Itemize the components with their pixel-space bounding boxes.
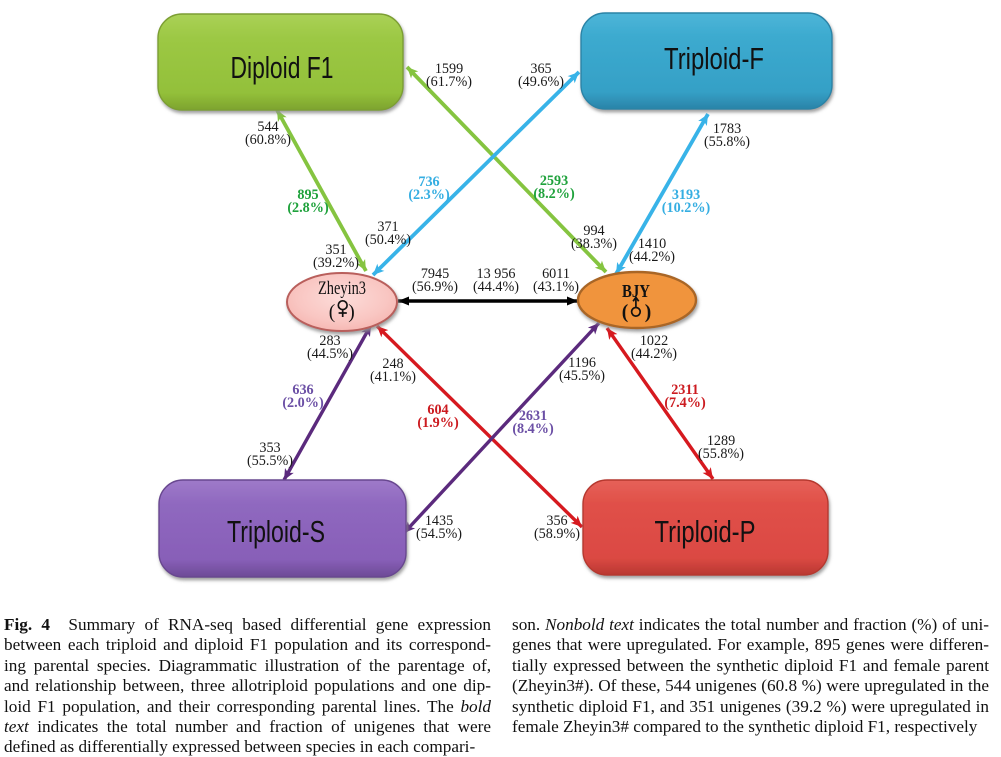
svg-text:(44.4%): (44.4%) — [473, 279, 519, 295]
svg-text:1410: 1410 — [638, 236, 666, 252]
svg-text:13 956: 13 956 — [476, 266, 515, 282]
svg-text:Diploid F1: Diploid F1 — [231, 50, 334, 85]
svg-text:(54.5%): (54.5%) — [416, 526, 462, 542]
svg-text:1289: 1289 — [707, 433, 735, 449]
svg-text:(: ( — [329, 302, 336, 323]
svg-text:(55.5%): (55.5%) — [247, 453, 293, 469]
svg-text:(: ( — [622, 302, 629, 323]
svg-text:(7.4%): (7.4%) — [664, 395, 706, 411]
svg-text:(55.8%): (55.8%) — [704, 134, 750, 150]
svg-text:(55.8%): (55.8%) — [698, 446, 744, 462]
svg-text:(44.2%): (44.2%) — [631, 346, 677, 362]
svg-text:Triploid-P: Triploid-P — [655, 514, 756, 549]
svg-text:(45.5%): (45.5%) — [559, 368, 605, 384]
svg-text:353: 353 — [259, 440, 280, 456]
svg-text:(41.1%): (41.1%) — [370, 369, 416, 385]
svg-text:(44.5%): (44.5%) — [307, 346, 353, 362]
svg-text:(8.4%): (8.4%) — [512, 421, 554, 437]
svg-text:544: 544 — [257, 119, 278, 135]
svg-text:(58.9%): (58.9%) — [534, 526, 580, 542]
svg-text:(10.2%): (10.2%) — [662, 200, 711, 216]
svg-text:(38.3%): (38.3%) — [571, 236, 617, 252]
svg-text:248: 248 — [382, 356, 403, 372]
svg-text:): ) — [348, 302, 355, 323]
svg-text:(39.2%): (39.2%) — [313, 255, 359, 271]
svg-text:1783: 1783 — [713, 121, 741, 137]
svg-text:(49.6%): (49.6%) — [518, 74, 564, 90]
svg-text:): ) — [645, 302, 652, 323]
svg-text:371: 371 — [377, 219, 398, 235]
svg-text:365: 365 — [530, 61, 551, 77]
svg-text:(61.7%): (61.7%) — [426, 74, 472, 90]
svg-text:1022: 1022 — [640, 333, 668, 349]
svg-text:Zheyin3: Zheyin3 — [318, 279, 366, 299]
svg-text:636: 636 — [292, 382, 313, 398]
svg-text:(1.9%): (1.9%) — [417, 415, 459, 431]
svg-text:356: 356 — [546, 513, 567, 529]
svg-text:(8.2%): (8.2%) — [533, 186, 575, 202]
svg-text:BJY: BJY — [622, 281, 650, 301]
svg-text:895: 895 — [297, 187, 318, 203]
svg-text:1435: 1435 — [425, 513, 453, 529]
svg-text:1599: 1599 — [435, 61, 463, 77]
svg-text:604: 604 — [427, 402, 448, 418]
svg-text:(43.1%): (43.1%) — [533, 279, 579, 295]
svg-text:736: 736 — [418, 174, 439, 190]
svg-text:(50.4%): (50.4%) — [365, 232, 411, 248]
svg-text:1196: 1196 — [568, 355, 596, 371]
svg-text:(60.8%): (60.8%) — [245, 132, 291, 148]
svg-text:6011: 6011 — [542, 266, 570, 282]
svg-text:(2.8%): (2.8%) — [287, 200, 329, 216]
svg-text:Triploid-F: Triploid-F — [664, 41, 764, 76]
svg-text:(56.9%): (56.9%) — [412, 279, 458, 295]
svg-text:2311: 2311 — [671, 382, 699, 398]
svg-text:351: 351 — [325, 242, 346, 258]
svg-text:(2.3%): (2.3%) — [408, 187, 450, 203]
svg-text:283: 283 — [319, 333, 340, 349]
svg-text:2631: 2631 — [519, 408, 547, 424]
svg-text:994: 994 — [583, 223, 604, 239]
svg-text:7945: 7945 — [421, 266, 449, 282]
svg-text:(44.2%): (44.2%) — [629, 249, 675, 265]
svg-text:(2.0%): (2.0%) — [282, 395, 324, 411]
svg-text:2593: 2593 — [540, 173, 568, 189]
svg-text:3193: 3193 — [672, 187, 700, 203]
svg-text:Triploid-S: Triploid-S — [227, 514, 325, 549]
